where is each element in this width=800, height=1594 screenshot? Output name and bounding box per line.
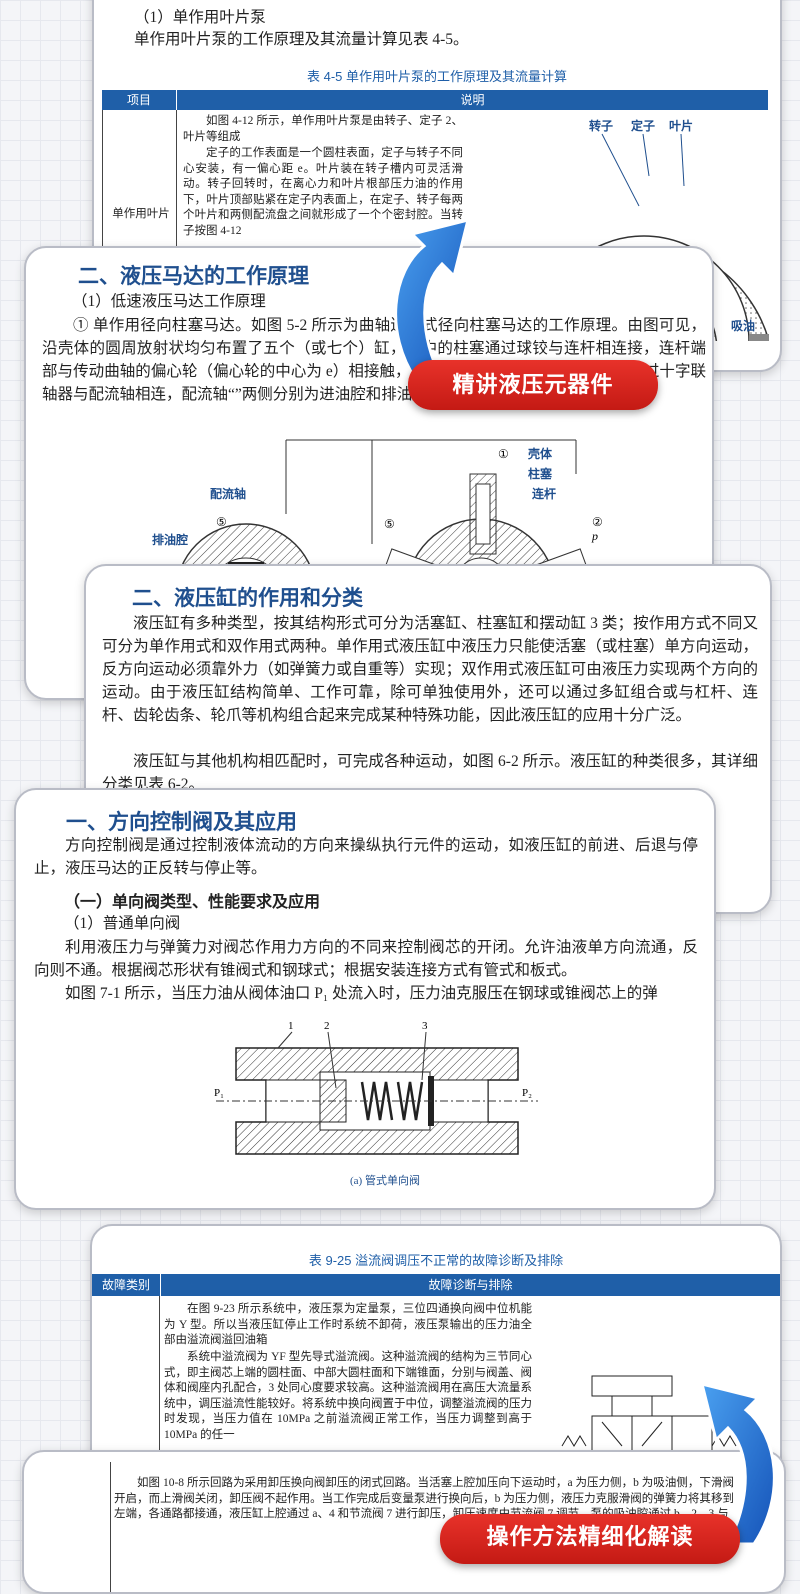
row-label: 单作用叶片	[112, 208, 170, 220]
label-2: 2	[324, 1020, 330, 1032]
label-vane: 叶片	[669, 118, 693, 133]
valve-para-2: 利用液压力与弹簧力对阀芯作用力方向的不同来控制阀芯的开闭。允许油液单方向流通，反…	[34, 939, 698, 979]
label-n1: ①	[498, 447, 509, 461]
label-suction-oil: 吸油	[731, 318, 755, 333]
motor-title: 二、液压马达的工作原理	[78, 265, 309, 288]
label-n5-left: ⑤	[216, 515, 227, 529]
fault-para-2: 系统中溢流阀为 YF 型先导式溢流阀。这种溢流阀的结构为三节同心式，即主阀芯上端…	[164, 1351, 532, 1441]
label-rotor: 转子	[589, 118, 613, 133]
label-n2: ②	[592, 515, 603, 529]
table2-header: 故障类别 故障诊断与排除	[92, 1274, 780, 1296]
desc-para-1: 如图 4-12 所示，单作用叶片泵是由转子、定子 2、叶片等组成	[183, 115, 463, 143]
label-plunger: 柱塞	[528, 466, 553, 481]
label-dist-shaft: 配流轴	[210, 486, 246, 501]
valve-title: 一、方向控制阀及其应用	[66, 811, 297, 834]
fig-caption: (a) 管式单向阀	[350, 1173, 420, 1187]
table2-caption: 表 9-25 溢流阀调压不正常的故障诊断及排除	[308, 1253, 564, 1268]
cylinder-para-1: 液压缸有多种类型，按其结构形式可分为活塞缸、柱塞缸和摆动缸 3 类；按作用方式不…	[102, 615, 758, 724]
fault-para-1: 在图 9-23 所示系统中，液压泵为定量泵，三位四通换向阀中位机能为 Y 型。所…	[164, 1303, 532, 1346]
vane-pump-intro: 单作用叶片泵的工作原理及其流量计算见表 4-5。	[134, 31, 469, 48]
check-valve-diagram: 1 2 3 P₁ P₂ (a) 管式单向阀	[214, 1020, 538, 1187]
col-desc: 说明	[460, 93, 485, 107]
col-fault-type: 故障类别	[92, 1274, 161, 1296]
valve-h3: （一）单向阀类型、性能要求及应用	[64, 894, 321, 911]
valve-para-1: 方向控制阀是通过控制液体流动的方向来操纵执行元件的运动，如液压缸的前进、后退与停…	[34, 837, 698, 877]
motor-subheading: （1）低速液压马达工作原理	[72, 293, 266, 310]
cylinder-title: 二、液压缸的作用和分类	[132, 587, 363, 610]
label-p1: P₁	[214, 1087, 224, 1099]
card-relief-valve-table: 表 9-25 溢流阀调压不正常的故障诊断及排除 故障类别 故障诊断与排除 在图 …	[90, 1224, 782, 1488]
badge-top: 精讲液压元器件	[408, 360, 658, 410]
table-header: 项目 说明	[102, 90, 768, 110]
hydraulic-circuit-diagram	[561, 1375, 737, 1453]
col-fault-diag: 故障诊断与排除	[428, 1278, 513, 1292]
label-n5-right: ⑤	[384, 517, 395, 531]
vane-pump-heading: （1）单作用叶片泵	[134, 9, 266, 26]
label-p: p	[591, 529, 598, 543]
label-shell: 壳体	[527, 446, 553, 461]
desc-para-2: 定子的工作表面是一个圆柱表面，定子与转子不同心安装，有一偏心距 e。叶片装在转子…	[183, 147, 463, 237]
label-rod: 连杆	[532, 486, 556, 501]
valve-subheading: （1）普通单向阀	[64, 915, 181, 932]
label-stator: 定子	[631, 118, 655, 133]
label-p2: P₂	[522, 1087, 532, 1099]
badge-bottom: 操作方法精细化解读	[440, 1514, 740, 1564]
table2-body: 在图 9-23 所示系统中，液压泵为定量泵，三位四通换向阀中位机能为 Y 型。所…	[92, 1296, 780, 1486]
label-3: 3	[422, 1020, 428, 1032]
col-item: 项目	[102, 90, 177, 110]
table-caption: 表 4-5 单作用叶片泵的工作原理及其流量计算	[306, 69, 567, 84]
label-drain: 排油腔	[152, 532, 188, 547]
card-direction-valve: 一、方向控制阀及其应用 方向控制阀是通过控制液体流动的方向来操纵执行元件的运动，…	[14, 788, 716, 1210]
valve-para-3: 如图 7-1 所示，当压力油从阀体油口 P₁ 处流入时，压力油克服压在钢球或锥阀…	[65, 985, 658, 1002]
curved-arrow-icon	[394, 217, 471, 382]
label-1: 1	[288, 1020, 294, 1032]
curved-arrow-icon	[699, 1381, 776, 1546]
